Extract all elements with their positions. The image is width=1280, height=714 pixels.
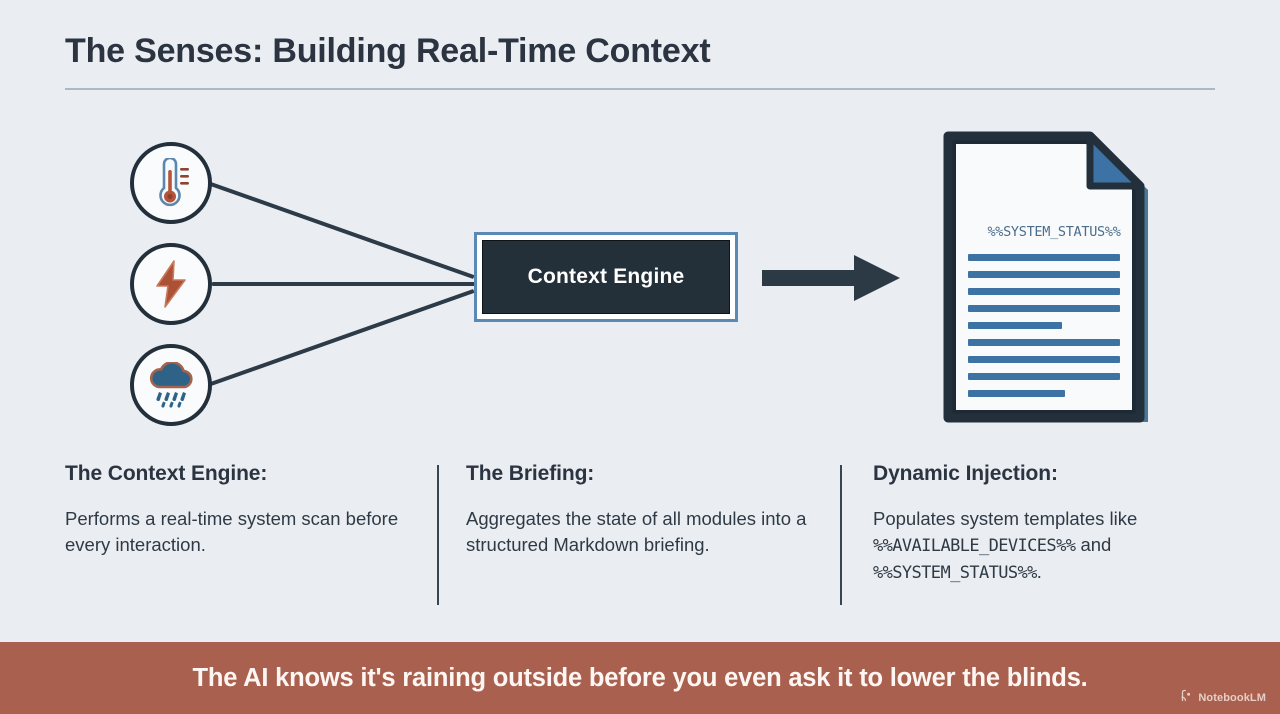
connector-line-3 xyxy=(207,288,475,387)
connector-line-2 xyxy=(212,282,478,286)
rain-cloud-icon xyxy=(146,362,196,408)
column-divider-2 xyxy=(840,465,842,605)
column-heading: The Context Engine: xyxy=(65,462,268,485)
lightning-bolt-icon xyxy=(150,259,192,309)
sensor-lightning-bolt xyxy=(130,243,212,325)
diagram-area: Context Engine xyxy=(0,110,1280,450)
column-heading: The Briefing: xyxy=(466,462,595,485)
connector-line-1 xyxy=(207,181,475,280)
document-text-lines xyxy=(968,254,1120,397)
takeaway-banner: The AI knows it's raining outside before… xyxy=(0,642,1280,714)
column-heading: Dynamic Injection: xyxy=(873,462,1058,485)
context-engine-box: Context Engine xyxy=(474,232,738,322)
column-body: Populates system templates like %%AVAILA… xyxy=(873,508,1138,583)
page-title: The Senses: Building Real-Time Context xyxy=(65,32,711,70)
takeaway-banner-text: The AI knows it's raining outside before… xyxy=(192,663,1088,692)
thermometer-icon xyxy=(148,158,194,208)
title-divider xyxy=(65,88,1215,90)
column-body: Performs a real-time system scan before … xyxy=(65,508,399,556)
sensor-rain-cloud xyxy=(130,344,212,426)
watermark-text: NotebookLM xyxy=(1198,692,1266,704)
flow-arrow-right-icon xyxy=(762,253,902,303)
context-engine-label: Context Engine xyxy=(527,265,685,288)
column-dynamic-injection: Dynamic Injection: Populates system temp… xyxy=(873,462,1223,585)
sensor-thermometer xyxy=(130,142,212,224)
description-columns: The Context Engine: Performs a real-time… xyxy=(0,462,1280,622)
notebooklm-logo-icon xyxy=(1181,689,1194,707)
watermark: NotebookLM xyxy=(1181,689,1266,707)
document-token-label: %%SYSTEM_STATUS%% xyxy=(987,224,1121,240)
column-body: Aggregates the state of all modules into… xyxy=(466,508,807,556)
column-briefing: The Briefing: Aggregates the state of al… xyxy=(466,462,826,559)
column-divider-1 xyxy=(437,465,439,605)
context-engine-inner: Context Engine xyxy=(482,240,730,314)
briefing-document: %%SYSTEM_STATUS%% xyxy=(920,130,1170,430)
column-context-engine: The Context Engine: Performs a real-time… xyxy=(65,462,425,559)
